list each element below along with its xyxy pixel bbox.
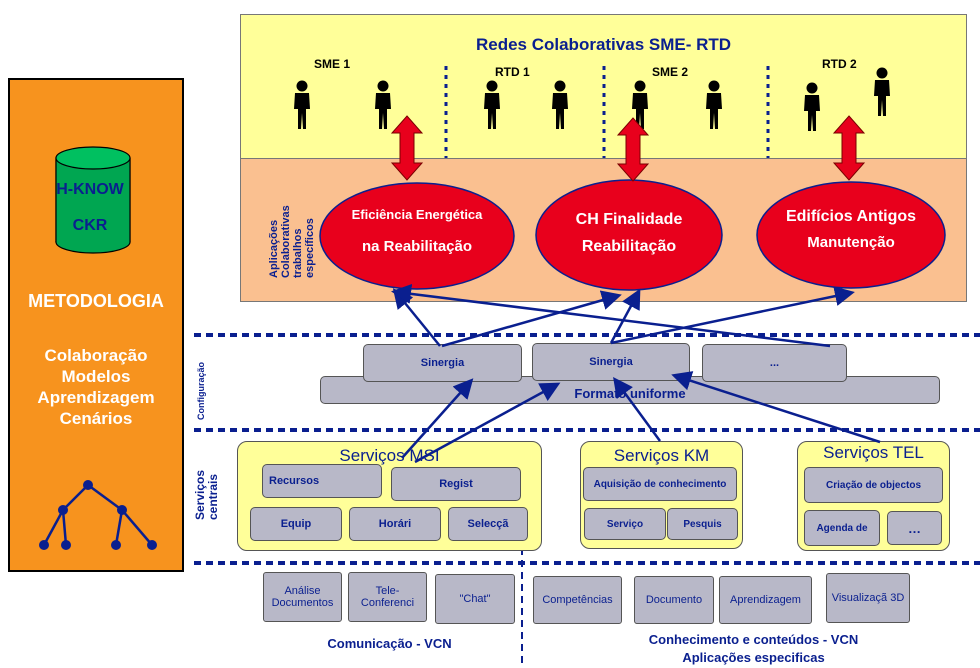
msi-resources: Recursos bbox=[262, 464, 382, 498]
app2-line1: CH Finalidade bbox=[575, 211, 683, 228]
msi-equipment: Equip bbox=[250, 507, 342, 541]
tool-chat: "Chat" bbox=[435, 574, 515, 624]
msi-schedule: Horári bbox=[349, 507, 441, 541]
km-title: Serviços KM bbox=[613, 446, 710, 465]
km-service: Serviço bbox=[584, 508, 666, 540]
tool-teleconference: Tele-Conferenci bbox=[348, 572, 427, 622]
tool-3d-visualization: Visualizaçã 3D bbox=[826, 573, 910, 623]
msi-register: Regist bbox=[391, 467, 521, 501]
methodology-item: Colaboração bbox=[44, 346, 148, 365]
methodology-item: Modelos bbox=[61, 367, 131, 386]
communication-label: Comunicação - VCN bbox=[327, 636, 452, 651]
tool-document: Documento bbox=[634, 576, 714, 624]
app1-line1: Eficiência Energética bbox=[351, 207, 483, 222]
methodology-title: METODOLOGIA bbox=[28, 291, 164, 311]
app3-line1: Edifícios Antigos bbox=[785, 208, 917, 225]
database-label-2: CKR bbox=[72, 217, 108, 234]
group-rtd2: RTD 2 bbox=[822, 57, 857, 71]
knowledge-label: Conhecimento e conteúdos - VCN bbox=[648, 632, 859, 647]
tel-object-creation: Criação de objectos bbox=[804, 467, 943, 503]
app2-line2: Reabilitação bbox=[581, 238, 677, 255]
tool-competences: Competências bbox=[533, 576, 622, 624]
tel-title: Serviços TEL bbox=[823, 443, 924, 462]
app1-line2: na Reabilitação bbox=[361, 238, 473, 255]
database-label-1: H-KNOW bbox=[56, 181, 124, 198]
msi-selection: Selecçã bbox=[448, 507, 528, 541]
tel-more: … bbox=[887, 511, 942, 545]
application-ellipses bbox=[319, 179, 946, 291]
red-double-arrows bbox=[390, 115, 866, 182]
app3-line2: Manutenção bbox=[807, 234, 895, 251]
methodology-item: Cenários bbox=[59, 409, 133, 428]
tel-agenda: Agenda de bbox=[804, 510, 880, 546]
synergy-box-2: Sinergia bbox=[532, 343, 690, 381]
synergy-box-1: Sinergia bbox=[363, 344, 522, 382]
methodology-list: Colaboração Modelos Aprendizagem Cenário… bbox=[8, 345, 184, 429]
km-acquisition: Aquisição de conhecimento bbox=[583, 467, 737, 501]
left-panel-graphics bbox=[39, 146, 157, 550]
database-icon bbox=[55, 146, 131, 254]
methodology-item: Aprendizagem bbox=[37, 388, 155, 407]
layer-dividers bbox=[194, 333, 980, 565]
km-search: Pesquis bbox=[667, 508, 738, 540]
group-rtd1: RTD 1 bbox=[495, 65, 530, 79]
tree-icon bbox=[39, 480, 157, 550]
group-sme2: SME 2 bbox=[652, 65, 689, 79]
tool-document-analysis: Análise Documentos bbox=[263, 572, 342, 622]
group-sme1: SME 1 bbox=[314, 57, 351, 71]
networks-title: Redes Colaborativas SME- RTD bbox=[475, 35, 732, 54]
tool-learning: Aprendizagem bbox=[719, 576, 812, 624]
specific-apps-label: Aplicações especificas bbox=[682, 650, 825, 665]
synergy-box-more: ... bbox=[702, 344, 847, 382]
msi-title: Serviços MSI bbox=[339, 446, 440, 465]
group-dividers bbox=[444, 66, 770, 158]
